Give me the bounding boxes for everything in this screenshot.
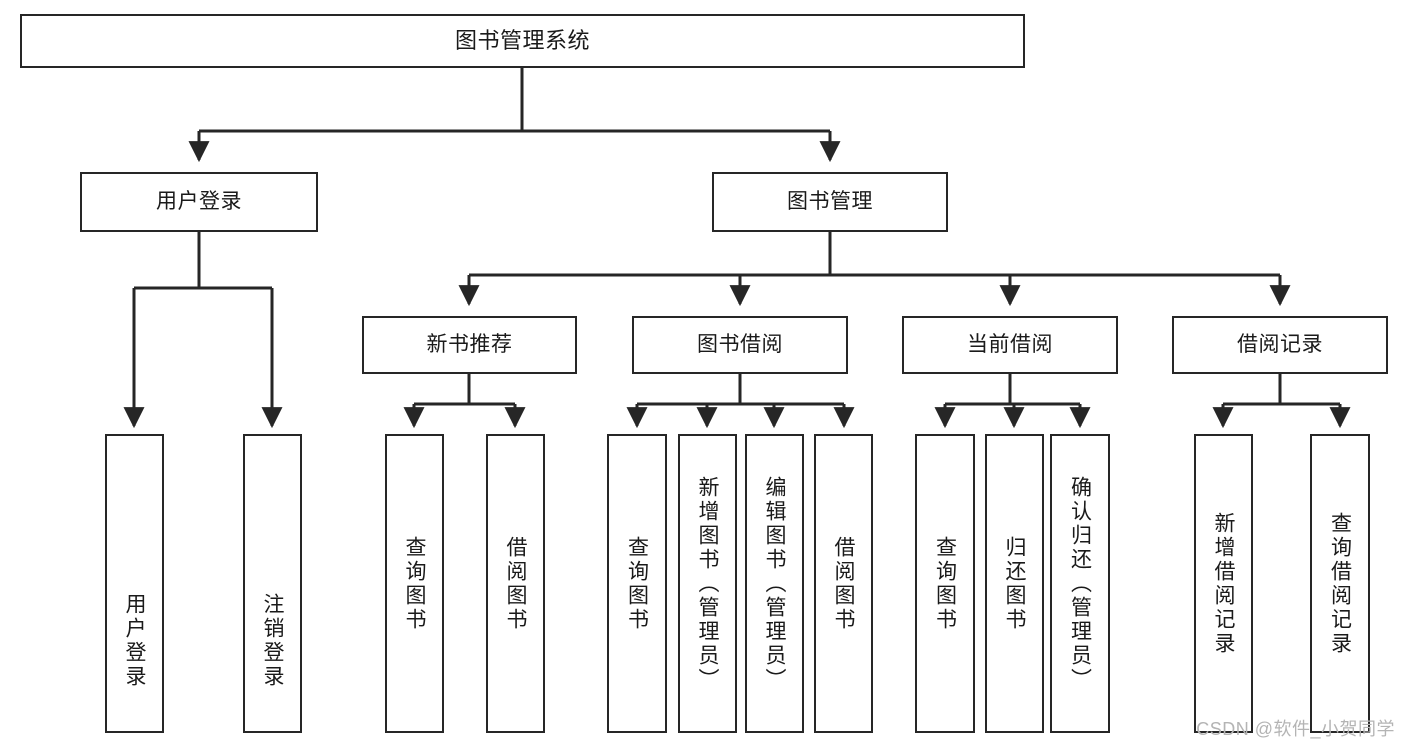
node-user-login-label: 用户登录	[156, 189, 242, 213]
node-leaf-edit-book[interactable]: 编辑图书（管理员）	[745, 434, 804, 733]
node-leaf-borrow-book-2[interactable]: 借阅图书	[814, 434, 873, 733]
node-leaf-add-record-label: 新增借阅记录	[1212, 511, 1235, 656]
node-root[interactable]: 图书管理系统	[20, 14, 1025, 68]
node-leaf-borrow-book-1-label: 借阅图书	[504, 535, 527, 632]
node-leaf-logout-login-label: 注销登录	[261, 593, 284, 689]
node-leaf-add-book[interactable]: 新增图书（管理员）	[678, 434, 737, 733]
node-leaf-logout-login[interactable]: 注销登录	[243, 434, 302, 733]
node-book-borrow-label: 图书借阅	[697, 332, 783, 356]
node-leaf-query-book-1[interactable]: 查询图书	[385, 434, 444, 733]
node-leaf-edit-book-label: 编辑图书（管理员）	[763, 475, 786, 692]
watermark-text: CSDN @软件_小贺同学	[1196, 719, 1395, 739]
node-leaf-confirm-return[interactable]: 确认归还（管理员）	[1050, 434, 1110, 733]
node-leaf-return-book[interactable]: 归还图书	[985, 434, 1044, 733]
node-leaf-query-book-2[interactable]: 查询图书	[607, 434, 667, 733]
node-new-book-rec-label: 新书推荐	[426, 332, 513, 356]
node-leaf-query-record[interactable]: 查询借阅记录	[1310, 434, 1370, 733]
node-leaf-borrow-book-2-label: 借阅图书	[832, 535, 855, 632]
node-book-manage-label: 图书管理	[787, 189, 873, 213]
node-new-book-rec[interactable]: 新书推荐	[362, 316, 577, 374]
node-user-login[interactable]: 用户登录	[80, 172, 318, 232]
node-leaf-add-record[interactable]: 新增借阅记录	[1194, 434, 1253, 733]
node-leaf-query-book-3[interactable]: 查询图书	[915, 434, 975, 733]
node-root-label: 图书管理系统	[454, 28, 590, 54]
node-leaf-return-book-label: 归还图书	[1003, 535, 1026, 632]
node-book-manage[interactable]: 图书管理	[712, 172, 948, 232]
node-current-borrow-label: 当前借阅	[967, 332, 1053, 356]
node-leaf-borrow-book-1[interactable]: 借阅图书	[486, 434, 545, 733]
node-leaf-query-record-label: 查询借阅记录	[1328, 511, 1352, 656]
node-leaf-user-login[interactable]: 用户登录	[105, 434, 164, 733]
node-leaf-add-book-label: 新增图书（管理员）	[696, 475, 719, 692]
node-borrow-record-label: 借阅记录	[1237, 332, 1323, 356]
node-leaf-query-book-1-label: 查询图书	[403, 535, 426, 632]
node-current-borrow[interactable]: 当前借阅	[902, 316, 1118, 374]
node-leaf-user-login-label: 用户登录	[123, 593, 146, 689]
node-leaf-query-book-2-label: 查询图书	[625, 535, 649, 632]
node-leaf-confirm-return-label: 确认归还（管理员）	[1068, 475, 1092, 692]
node-leaf-query-book-3-label: 查询图书	[933, 535, 957, 632]
node-book-borrow[interactable]: 图书借阅	[632, 316, 848, 374]
node-borrow-record[interactable]: 借阅记录	[1172, 316, 1388, 374]
